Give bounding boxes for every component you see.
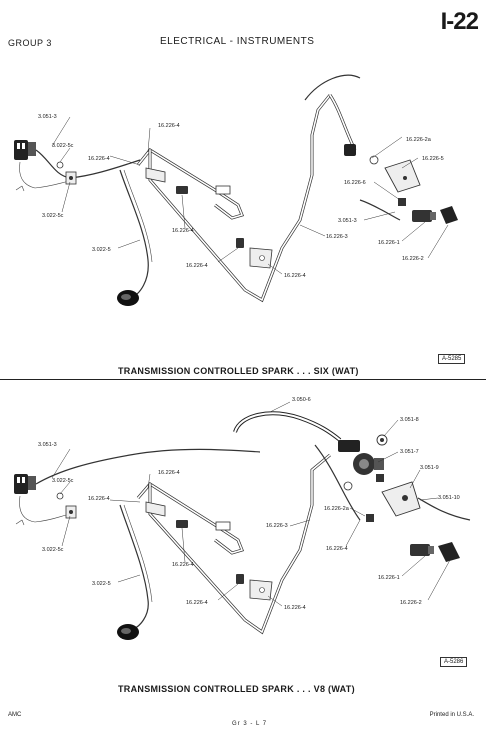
callout-label: 16.226-1 xyxy=(378,240,400,246)
footer-printed: Printed in U.S.A. xyxy=(429,712,474,718)
temperature-switch-icon xyxy=(412,206,458,224)
callout-label: 3.022-5c xyxy=(52,478,74,484)
callout-label: 16.226-4 xyxy=(172,228,194,234)
diagram-v8: 3.050-6 3.051-8 3.051-3 3.051-7 3.051-9 … xyxy=(14,397,471,640)
callout-label: 16.226-4 xyxy=(326,546,348,552)
callout-label: 16.226-2a xyxy=(406,137,432,143)
rubber-boot-icon xyxy=(117,290,139,306)
connector-plug-icon xyxy=(14,140,36,160)
callout-label: 3.022-5c xyxy=(42,547,64,553)
callout-label: 3.050-6 xyxy=(292,397,311,403)
callout-label: 3.051-3 xyxy=(38,442,57,448)
callout-label: 16.226-4 xyxy=(88,496,110,502)
callout-label: 3.022-5c xyxy=(52,143,74,149)
callout-label: 16.226-2 xyxy=(400,600,422,606)
callout-label: 16.226-5 xyxy=(422,156,444,162)
callout-label: 16.226-6 xyxy=(344,180,366,186)
footer-brand: AMC xyxy=(8,712,22,718)
temperature-switch-icon xyxy=(410,542,460,562)
callout-label: 16.226-4 xyxy=(284,605,306,611)
callout-label: 3.051-10 xyxy=(438,495,460,501)
section-divider xyxy=(0,379,486,380)
section-title: ELECTRICAL - INSTRUMENTS xyxy=(160,36,315,47)
callout-label: 3.022-5c xyxy=(42,213,64,219)
callout-label: 3.022-5 xyxy=(92,247,111,253)
callout-label: 16.226-3 xyxy=(326,234,348,240)
callout-label: 3.022-5 xyxy=(92,581,111,587)
callout-label: 16.226-2a xyxy=(324,506,350,512)
callout-label: 16.226-2 xyxy=(402,256,424,262)
callout-label: 16.226-4 xyxy=(172,562,194,568)
callout-label: 16.226-4 xyxy=(186,600,208,606)
rubber-boot-icon xyxy=(117,624,139,640)
callout-label: 3.051-8 xyxy=(400,417,419,423)
callout-label: 16.226-4 xyxy=(158,123,180,129)
connector-plug-icon xyxy=(14,474,36,494)
diagram-six: 3.051-3 3.022-5c 16.226-4 16.226-4 3.022… xyxy=(14,74,458,306)
caption-v8: TRANSMISSION CONTROLLED SPARK . . . V8 (… xyxy=(118,684,355,694)
callout-label: 16.226-4 xyxy=(158,470,180,476)
callout-label: 16.226-4 xyxy=(186,263,208,269)
callout-label: 3.051-3 xyxy=(338,218,357,224)
figure-ref-v8: A-5286 xyxy=(440,657,468,667)
callout-label: 3.051-3 xyxy=(38,114,57,120)
callout-label: 3.051-7 xyxy=(400,449,419,455)
callout-label: 16.226-4 xyxy=(88,156,110,162)
figure-ref-six: A-5285 xyxy=(438,354,466,364)
callout-label: 16.226-4 xyxy=(284,273,306,279)
caption-six: TRANSMISSION CONTROLLED SPARK . . . SIX … xyxy=(118,366,359,376)
callout-label: 16.226-3 xyxy=(266,523,288,529)
page-number: I-22 xyxy=(440,8,479,35)
callout-label: 16.226-1 xyxy=(378,575,400,581)
vacuum-solenoid-icon xyxy=(338,440,384,475)
footer-page-code: Gr 3 - L 7 xyxy=(232,721,268,727)
callout-label: 3.051-9 xyxy=(420,465,439,471)
group-heading: GROUP 3 xyxy=(8,38,52,48)
